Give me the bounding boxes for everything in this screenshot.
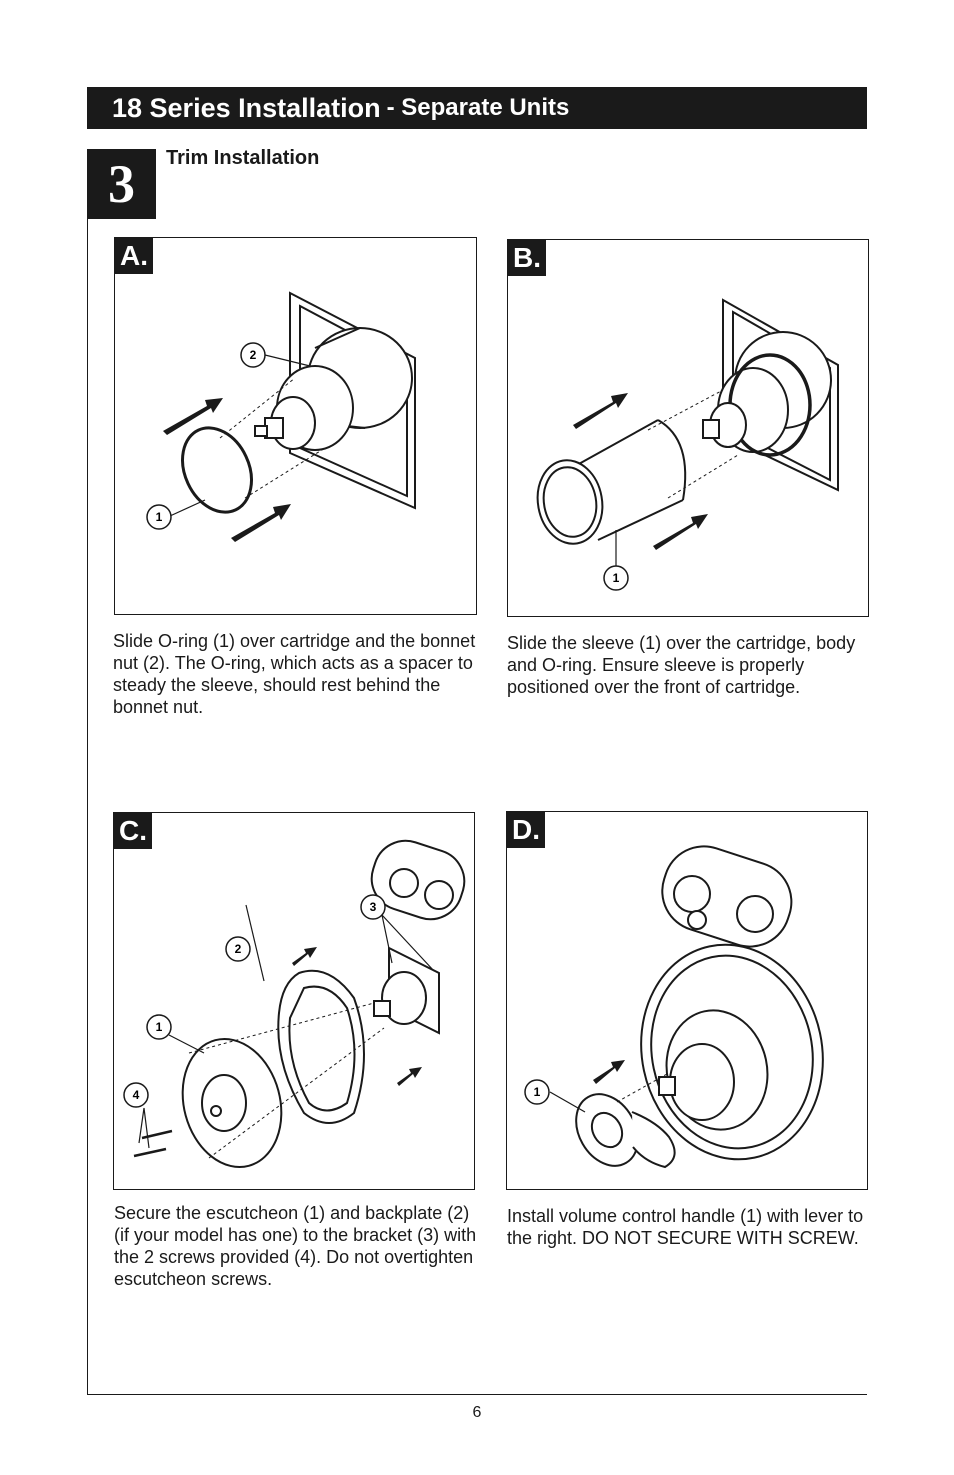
handle-illustration: 1 — [524, 845, 824, 1169]
caption-d: Install volume control handle (1) with l… — [507, 1206, 864, 1248]
escutcheon-illustration: 3 2 1 4 — [123, 839, 466, 1169]
bottom-divider — [87, 1394, 867, 1395]
section-subtitle: - Separate Units — [386, 94, 570, 121]
step-number: 3 — [87, 149, 156, 219]
callout-a-1: 1 — [156, 510, 163, 524]
panel-b: 1 B. — [507, 239, 869, 617]
callout-c-3: 3 — [370, 900, 377, 914]
oring-illustration: 2 1 — [146, 291, 416, 542]
panel-a: 2 1 A. — [114, 237, 477, 615]
caption-b: Slide the sleeve (1) over the cartridge,… — [507, 633, 856, 697]
panel-d: 1 D. — [506, 811, 868, 1190]
callout-b-1: 1 — [613, 571, 620, 585]
panel-label-b: B. — [508, 240, 546, 276]
callout-a-2: 2 — [250, 348, 257, 362]
caption-c: Secure the escutcheon (1) and backplate … — [114, 1203, 477, 1289]
panel-c: 3 2 1 4 C. — [113, 812, 475, 1190]
callout-c-1: 1 — [156, 1020, 163, 1034]
page-number: 6 — [472, 1404, 482, 1421]
step-title: Trim Installation — [166, 147, 320, 169]
callout-d-1: 1 — [534, 1085, 541, 1099]
left-divider — [87, 219, 88, 1394]
section-header: 18 Series Installation - Separate Units — [87, 87, 867, 129]
callout-c-4: 4 — [133, 1088, 140, 1102]
section-title: 18 Series Installation — [112, 92, 381, 123]
callout-c-2: 2 — [235, 942, 242, 956]
sleeve-illustration: 1 — [536, 298, 839, 591]
panel-label-d: D. — [507, 812, 545, 848]
panel-label-a: A. — [115, 238, 153, 274]
panel-label-c: C. — [114, 813, 152, 849]
caption-a: Slide O-ring (1) over cartridge and the … — [113, 631, 476, 717]
